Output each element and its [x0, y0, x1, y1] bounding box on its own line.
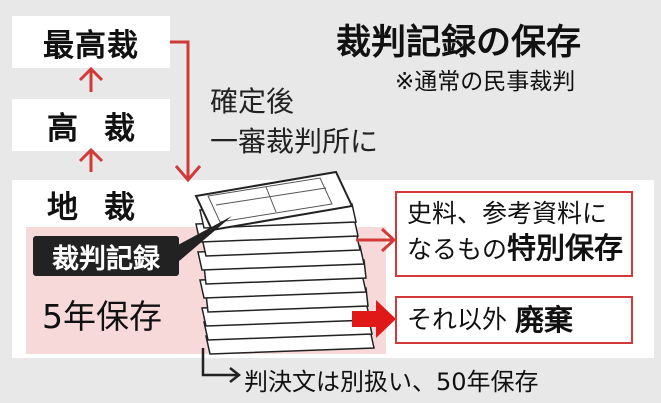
arrow-to-special-preservation [356, 229, 394, 251]
arrow-district-to-high [80, 150, 102, 172]
special-preservation-line-1: 史料、参考資料に [407, 197, 621, 231]
court-record-label: 裁判記録 [33, 236, 179, 276]
special-preservation-box: 史料、参考資料に なるもの特別保存 [395, 191, 633, 277]
arrow-return-to-district [170, 42, 200, 180]
special-preservation-prefix: なるもの [407, 235, 507, 264]
document-stack-icon [196, 172, 374, 354]
special-preservation-emphasis: 特別保存 [507, 231, 623, 265]
arrow-high-to-supreme [80, 69, 102, 92]
disposal-emphasis: 廃棄 [515, 303, 573, 337]
retention-period-label: 5年保存 [42, 290, 162, 338]
disposal-box: それ以外 廃棄 [395, 296, 633, 344]
disposal-prefix: それ以外 [407, 303, 507, 337]
judgment-retention-note: 判決文は別扱い、50年保存 [244, 362, 539, 397]
